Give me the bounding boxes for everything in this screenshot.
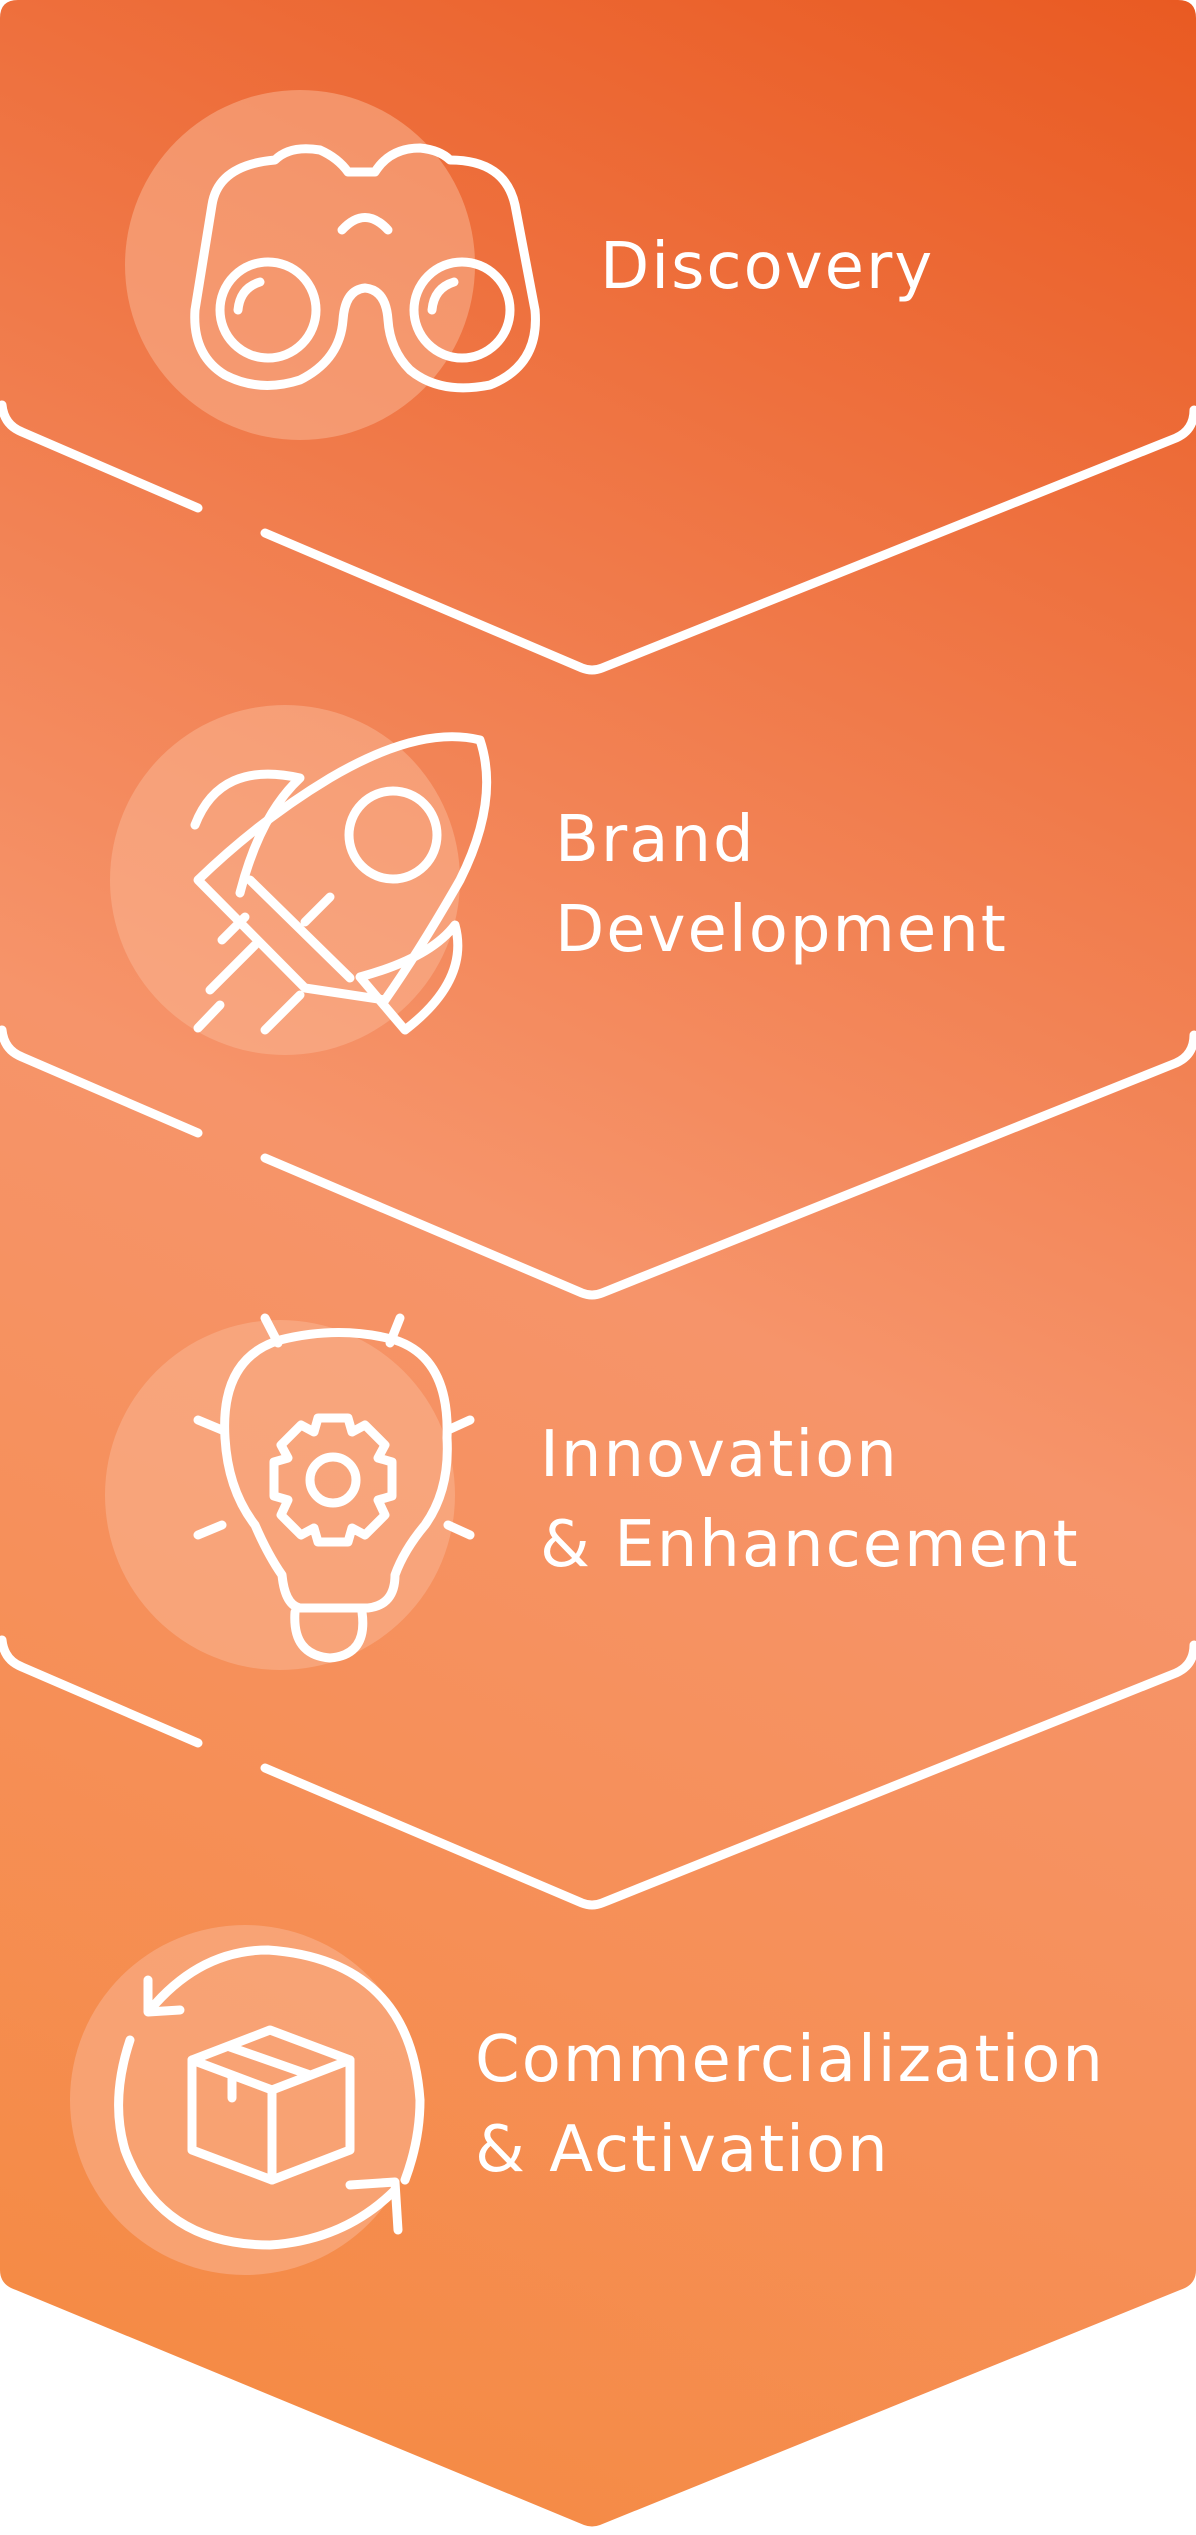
step-label-line: Brand xyxy=(555,803,756,877)
step-label-innovation: Innovation & Enhancement xyxy=(540,1410,1080,1590)
binoculars-icon xyxy=(190,143,540,393)
separator-2 xyxy=(0,1025,1196,1300)
rocket-icon xyxy=(190,732,492,1035)
step-label-line: Development xyxy=(555,893,1008,967)
lightbulb-gear-icon xyxy=(193,1313,475,1663)
step-label-line: Innovation xyxy=(540,1418,899,1492)
box-cycle-icon xyxy=(114,1945,425,2250)
step-label-commercialization: Commercialization & Activation xyxy=(475,2015,1105,2195)
step-label-line: Discovery xyxy=(600,230,935,304)
step-label-line: & Activation xyxy=(475,2113,890,2187)
step-label-discovery: Discovery xyxy=(600,222,934,312)
step-label-brand-development: Brand Development xyxy=(555,795,1008,975)
separator-1 xyxy=(0,400,1196,675)
circle-1 xyxy=(125,90,475,440)
step-label-line: Commercialization xyxy=(475,2023,1105,2097)
separator-3 xyxy=(0,1635,1196,1910)
step-label-line: & Enhancement xyxy=(540,1508,1080,1582)
